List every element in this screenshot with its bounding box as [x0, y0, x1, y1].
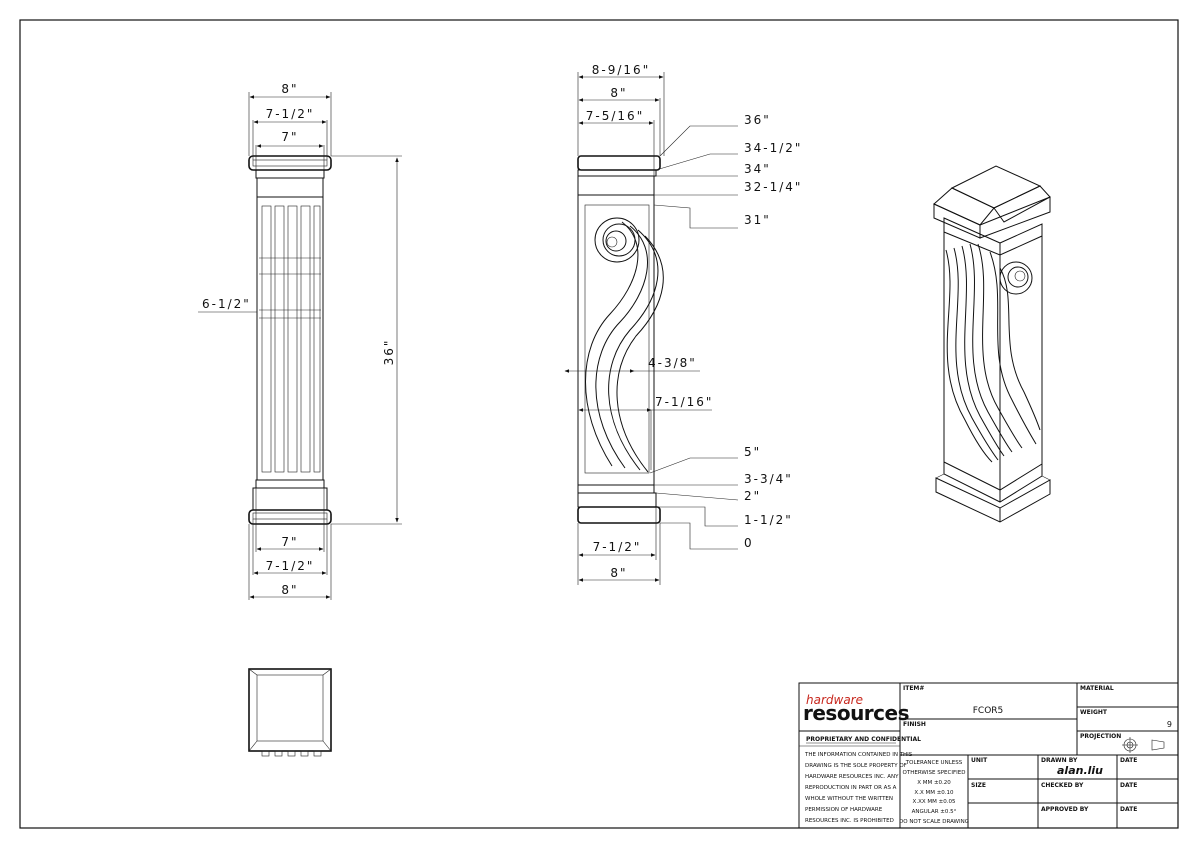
- front-top-dim-2: 7-1/2": [266, 107, 315, 121]
- logo-hardware: hardware: [806, 693, 863, 707]
- side-top-dim-1: 8-9/16": [592, 63, 650, 77]
- proprietary-text: THE INFORMATION CONTAINED IN THIS DRAWIN…: [804, 752, 913, 824]
- logo-resources: resources: [803, 701, 909, 725]
- side-height-3-3-4: 3-3/4": [744, 472, 793, 486]
- side-top-dim-3: 7-5/16": [586, 109, 644, 123]
- isometric-view: [933, 165, 1051, 523]
- weight-label: WEIGHT: [1080, 709, 1108, 716]
- proprietary-line: THE INFORMATION CONTAINED IN THIS: [804, 752, 913, 758]
- side-height-34: 34": [744, 162, 771, 176]
- tolerance-block: TOLERANCE UNLESS OTHERWISE SPECIFIED X M…: [899, 760, 969, 825]
- side-height-0: 0: [744, 536, 754, 550]
- tolerance-line: X MM ±0.20: [917, 780, 951, 786]
- proprietary-line: RESOURCES INC. IS PROHIBITED: [805, 818, 894, 824]
- side-height-31: 31": [744, 213, 771, 227]
- front-top-dim-3: 7": [281, 130, 298, 144]
- proprietary-line: DRAWING IS THE SOLE PROPERTY OF: [805, 763, 907, 769]
- date-label: DATE: [1120, 782, 1137, 789]
- tolerance-line: X.X MM ±0.10: [914, 790, 954, 796]
- size-label: SIZE: [971, 782, 986, 789]
- checked-by-label: CHECKED BY: [1041, 782, 1084, 789]
- front-view: 8" 7-1/2" 7" 6-1/2" 36" 7" 7-1/2" 8": [198, 82, 402, 600]
- side-bottom-dim-1: 7-1/2": [593, 540, 642, 554]
- front-bottom-dim-1: 7": [281, 535, 298, 549]
- proprietary-line: PERMISSION OF HARDWARE: [805, 807, 883, 813]
- front-top-dim-1: 8": [281, 82, 298, 96]
- sheet-border: [19, 19, 1179, 829]
- drawn-by-label: DRAWN BY: [1041, 757, 1078, 764]
- tolerance-line: X.XX MM ±0.05: [913, 799, 956, 805]
- side-height-32-1-4: 32-1/4": [744, 180, 802, 194]
- side-height-1-1-2: 1-1/2": [744, 513, 793, 527]
- tolerance-line: TOLERANCE UNLESS: [905, 760, 963, 766]
- top-view: [248, 668, 332, 757]
- side-height-34-1-2: 34-1/2": [744, 141, 802, 155]
- front-height-dim: 36": [382, 339, 396, 366]
- finish-label: FINISH: [903, 721, 926, 728]
- tolerance-line: ANGULAR ±0.5°: [912, 809, 957, 815]
- weight-value: 9: [1167, 720, 1172, 729]
- projection-label: PROJECTION: [1080, 733, 1121, 740]
- side-height-36: 36": [744, 113, 771, 127]
- material-label: MATERIAL: [1080, 685, 1114, 692]
- tolerance-line: OTHERWISE SPECIFIED: [903, 770, 966, 776]
- proprietary-line: WHOLE WITHOUT THE WRITTEN: [805, 796, 893, 802]
- date-label: DATE: [1120, 757, 1137, 764]
- item-label: ITEM#: [903, 685, 924, 692]
- tolerance-line: DO NOT SCALE DRAWING: [899, 819, 969, 825]
- proprietary-line: HARDWARE RESOURCES INC. ANY: [805, 774, 899, 780]
- date-label: DATE: [1120, 806, 1137, 813]
- front-bottom-dim-2: 7-1/2": [266, 559, 315, 573]
- projection-symbol-icon: [1122, 737, 1165, 753]
- side-mid-dim-2: 7-1/16": [655, 395, 713, 409]
- approved-by-label: APPROVED BY: [1041, 806, 1089, 813]
- side-height-5: 5": [744, 445, 761, 459]
- side-top-dim-2: 8": [610, 86, 627, 100]
- unit-label: UNIT: [971, 757, 988, 764]
- proprietary-heading: PROPRIETARY AND CONFIDENTIAL: [806, 736, 921, 743]
- title-block: hardware resources PROPRIETARY AND CONFI…: [798, 682, 1179, 829]
- side-height-2: 2": [744, 489, 761, 503]
- side-bottom-dim-2: 8": [610, 566, 627, 580]
- proprietary-line: REPRODUCTION IN PART OR AS A: [805, 785, 897, 791]
- drawn-by-value: alan.liu: [1057, 764, 1103, 777]
- front-side-dim: 6-1/2": [202, 297, 251, 311]
- side-view: 8-9/16" 8" 7-5/16" 36" 34-1/2" 34" 32-1/…: [564, 63, 802, 585]
- side-mid-dim-1: 4-3/8": [648, 356, 697, 370]
- item-value: FCOR5: [973, 706, 1004, 716]
- front-bottom-dim-3: 8": [281, 583, 298, 597]
